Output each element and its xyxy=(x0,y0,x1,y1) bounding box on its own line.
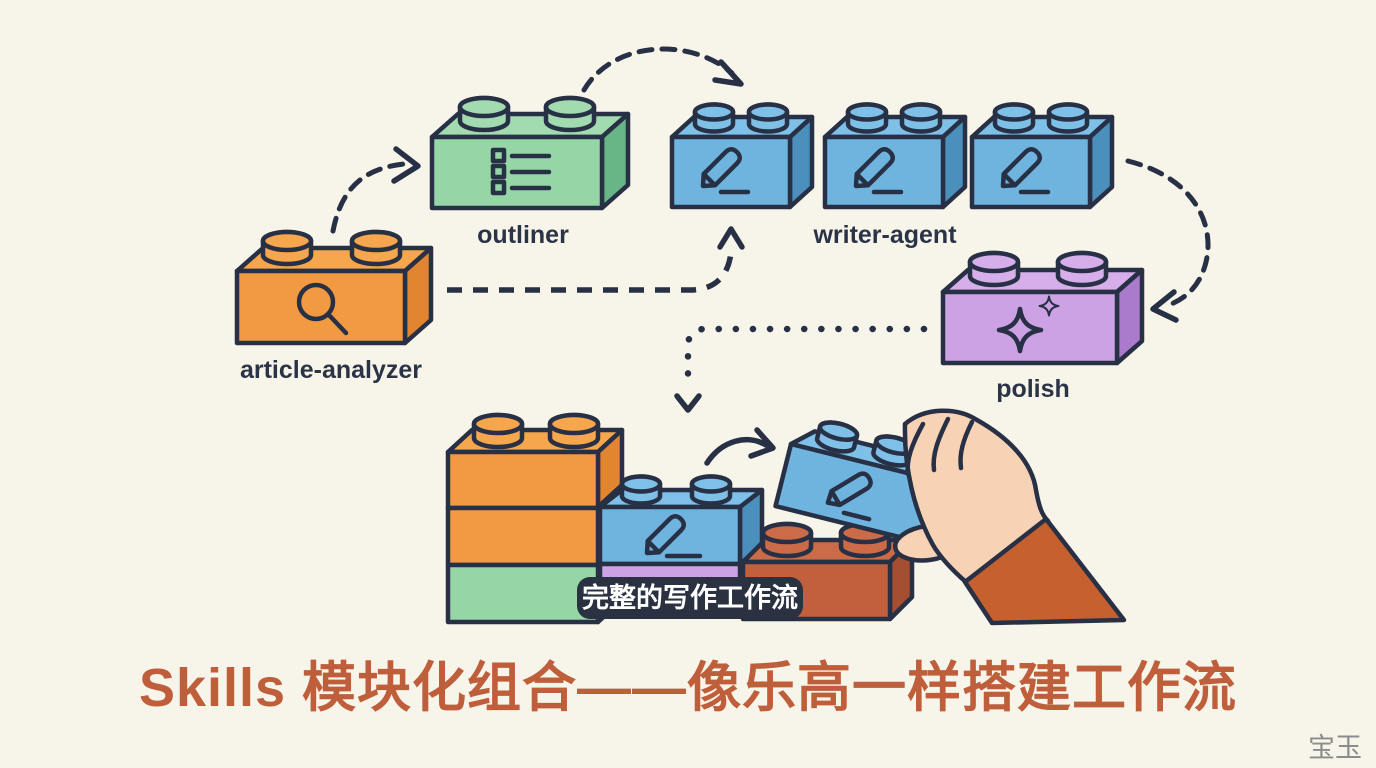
arrow-analyzer-line-to-writer xyxy=(447,226,745,293)
pencil-icon xyxy=(997,146,1051,195)
pencil-icon xyxy=(697,146,751,195)
arrow-polish-to-assembly xyxy=(674,325,928,413)
pencil-icon xyxy=(850,146,904,195)
pencil-icon xyxy=(821,463,880,522)
watermark: 宝玉 xyxy=(1308,733,1362,763)
list-icon xyxy=(490,147,552,196)
page-title: Skills 模块化组合——像乐高一样搭建工作流 xyxy=(139,658,1237,718)
brick-label-outliner: outliner xyxy=(477,221,569,249)
finger-line xyxy=(931,416,951,473)
brick-outliner xyxy=(429,98,631,211)
palm xyxy=(902,408,1051,586)
brick-writer-agent-1 xyxy=(669,105,815,210)
brick-label-polish: polish xyxy=(996,375,1070,403)
brick-writer-agent-3 xyxy=(969,105,1115,210)
assembly-orange-brick-top xyxy=(445,415,625,511)
brick-label-writer-agent: writer-agent xyxy=(812,221,957,249)
magnifier-icon xyxy=(296,282,349,336)
pencil-icon xyxy=(641,513,703,558)
finger-line xyxy=(905,421,926,477)
assembly-caption: 完整的写作工作流 xyxy=(577,577,803,619)
arrow-outliner-to-writer xyxy=(581,46,744,93)
hand xyxy=(892,408,1127,626)
assembly-blue-brick xyxy=(597,477,765,567)
brick-article-analyzer xyxy=(234,232,434,346)
sleeve xyxy=(962,516,1127,626)
assembly-caption-text: 完整的写作工作流 xyxy=(582,582,798,613)
brick-polish xyxy=(940,253,1145,366)
brick-writer-agent-2 xyxy=(822,105,968,210)
arrow-to-held-brick xyxy=(704,427,776,466)
arrow-writer-to-polish xyxy=(1125,158,1211,323)
finger-line xyxy=(958,419,975,471)
brick-label-article-analyzer: article-analyzer xyxy=(240,356,422,384)
arrow-analyzer-to-outliner xyxy=(330,146,421,234)
